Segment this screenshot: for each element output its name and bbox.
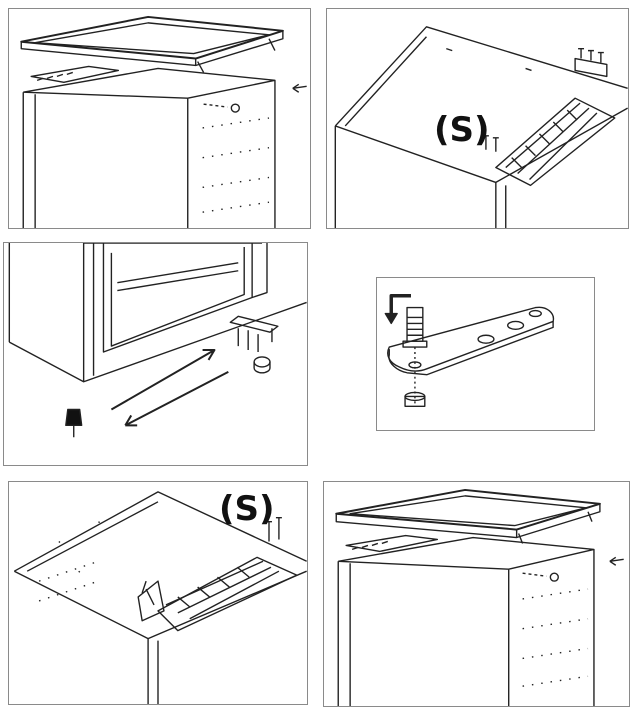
- step-6-panel: [323, 481, 630, 707]
- step-5-panel: (S): [8, 481, 308, 705]
- fridge-top-cover-refit-illustration: [335, 488, 624, 706]
- step-1-panel: [8, 8, 311, 229]
- step-2-panel: (S): [326, 8, 629, 229]
- top-hinge-removal-illustration: [334, 26, 628, 228]
- screw-label: (S): [434, 110, 490, 150]
- hinge-pin-detail-illustration: [384, 294, 555, 408]
- fridge-top-cover-illustration: [20, 15, 307, 228]
- screw-label: (S): [219, 489, 275, 529]
- top-hinge-refit-illustration: [13, 491, 307, 704]
- step-3-panel: [3, 242, 308, 466]
- step-4-panel: [376, 277, 595, 431]
- bottom-hinge-swap-illustration: [8, 243, 307, 438]
